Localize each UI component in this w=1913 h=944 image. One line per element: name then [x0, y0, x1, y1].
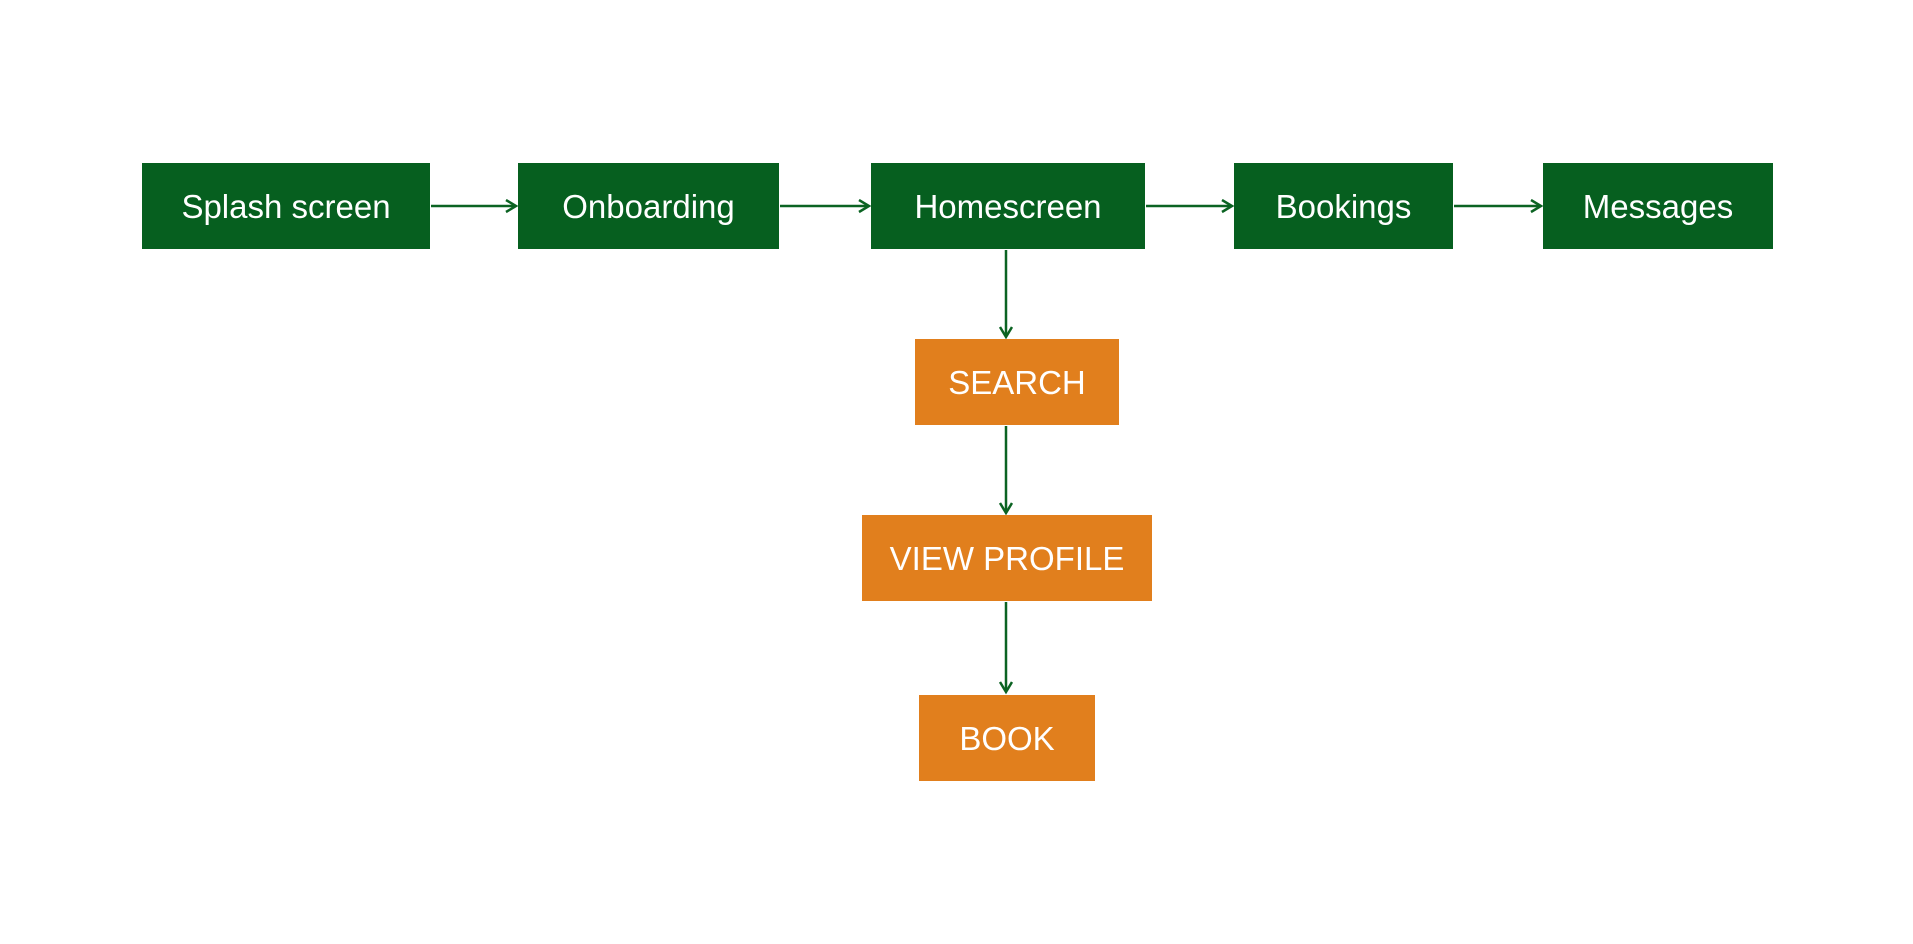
node-label: VIEW PROFILE — [889, 539, 1125, 577]
node-label: Bookings — [1275, 187, 1412, 225]
node-search: SEARCH — [915, 339, 1119, 425]
node-label: Onboarding — [562, 187, 735, 225]
node-bookings: Bookings — [1234, 163, 1453, 249]
node-label: SEARCH — [948, 363, 1086, 401]
node-book: BOOK — [919, 695, 1095, 781]
node-onboarding: Onboarding — [518, 163, 779, 249]
node-label: Splash screen — [181, 187, 391, 225]
node-label: BOOK — [959, 719, 1055, 757]
node-splash-screen: Splash screen — [142, 163, 430, 249]
node-label: Messages — [1582, 187, 1734, 225]
node-label: Homescreen — [914, 187, 1102, 225]
node-view-profile: VIEW PROFILE — [862, 515, 1152, 601]
node-homescreen: Homescreen — [871, 163, 1145, 249]
node-messages: Messages — [1543, 163, 1773, 249]
